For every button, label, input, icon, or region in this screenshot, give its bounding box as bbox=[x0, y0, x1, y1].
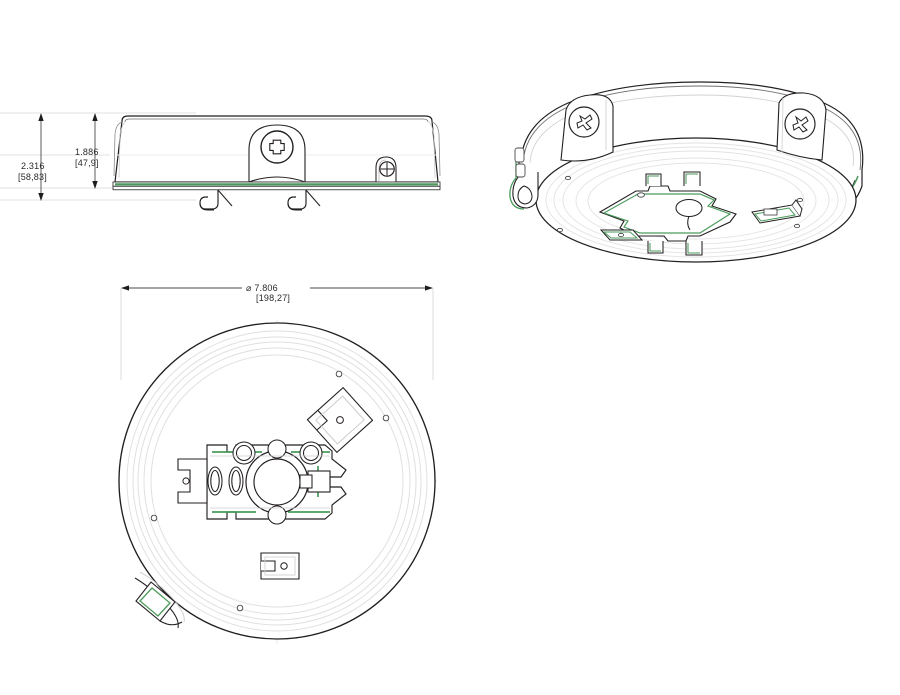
iso-latch-slot-upper bbox=[514, 147, 525, 163]
bracket-top-knockouts bbox=[232, 439, 323, 465]
iso-bracket-center-hole-edge bbox=[687, 215, 691, 231]
knockout-top-center bbox=[267, 439, 287, 459]
iso-right-clip-green bbox=[754, 207, 796, 222]
plate-hole-bottom bbox=[236, 604, 244, 612]
overall-height-metric: [58,83] bbox=[18, 172, 47, 182]
outer-diameter-metric: [198,27] bbox=[256, 293, 290, 303]
iso-top-rim bbox=[522, 85, 862, 173]
body-height-value: 1.886 bbox=[75, 147, 99, 157]
bracket-center-knockout-inner bbox=[253, 458, 301, 506]
body-height-dimension bbox=[92, 113, 98, 189]
body-top-edge-highlight bbox=[124, 118, 429, 123]
iso-bracket-tabs bbox=[645, 171, 703, 256]
outer-diameter-dimension: ⌀ 7.806 [198,27] bbox=[120, 283, 434, 380]
iso-bracket-center-hole bbox=[675, 198, 703, 218]
bracket-left-arm bbox=[177, 458, 208, 504]
right-corner-detail bbox=[431, 121, 441, 177]
plate-hole-top-right bbox=[335, 370, 343, 378]
iso-label-plate-green bbox=[602, 231, 639, 239]
iso-label-plate-hole bbox=[618, 232, 625, 238]
iso-mounting-bracket bbox=[598, 171, 737, 256]
iso-right-clip-slot bbox=[763, 208, 778, 216]
isometric-view bbox=[509, 81, 864, 263]
plate-hole-right bbox=[382, 414, 390, 422]
knockout-bottom-center bbox=[267, 505, 287, 525]
side-latch-clip bbox=[134, 571, 185, 629]
iso-latch-hook bbox=[517, 185, 533, 205]
angled-bracket-inner bbox=[315, 395, 365, 445]
iso-boss-right-phillips-icon bbox=[792, 115, 809, 133]
side-tab-inner bbox=[378, 159, 387, 182]
center-mounting-bracket bbox=[177, 439, 347, 525]
knockout-top-right-inner bbox=[302, 444, 320, 462]
enclosure-side-profile bbox=[112, 115, 441, 211]
right-corner-detail-2 bbox=[427, 120, 436, 179]
iso-label-plate bbox=[599, 229, 644, 241]
boss-base-curve bbox=[248, 176, 306, 183]
concentric-rings bbox=[126, 330, 428, 632]
overall-height-dimension bbox=[38, 113, 44, 201]
iso-floor-holes bbox=[556, 175, 804, 233]
phillips-screw-boss bbox=[248, 124, 306, 183]
latch-sweep-outer bbox=[139, 571, 185, 623]
latch-green-outline bbox=[139, 587, 171, 617]
bracket-detail-lines bbox=[210, 455, 330, 509]
iso-screw-boss-right bbox=[776, 92, 827, 161]
iso-bracket-tab-green bbox=[647, 173, 700, 254]
knockout-top-left-inner bbox=[235, 444, 253, 462]
right-tab-neck bbox=[299, 474, 313, 489]
left-corner-detail-2 bbox=[118, 120, 127, 179]
iso-top-rim-inner bbox=[529, 94, 854, 169]
iso-right-clip bbox=[751, 199, 803, 224]
oval-slot-2-inner bbox=[231, 469, 241, 493]
body-height-metric: [47,9] bbox=[75, 158, 99, 168]
plate-hole-left bbox=[150, 514, 158, 522]
label-plate-hole bbox=[280, 562, 288, 570]
iso-latch-slot-lower bbox=[515, 163, 526, 178]
angled-corner-bracket bbox=[306, 386, 374, 454]
side-screw-tab bbox=[375, 156, 397, 183]
angled-bracket-notch bbox=[316, 409, 328, 431]
iso-bracket-green-outline bbox=[603, 193, 732, 234]
angled-bracket-hole bbox=[336, 416, 344, 424]
overall-height-value: 2.316 bbox=[21, 161, 45, 171]
iso-side-latch bbox=[509, 147, 539, 210]
plate-fastener-holes bbox=[150, 370, 390, 612]
oval-slot-1-inner bbox=[210, 469, 220, 493]
bottom-plan-view: ⌀ 7.806 [198,27] bbox=[118, 283, 437, 644]
bracket-oval-slots bbox=[207, 466, 244, 496]
side-elevation-view: 2.316 [58,83] 1.886 [47,9] bbox=[0, 112, 441, 211]
label-plate-notch bbox=[261, 560, 276, 572]
iso-boss-left-phillips-icon bbox=[576, 114, 593, 131]
base-rim bbox=[112, 185, 441, 191]
iso-boss-right-edge bbox=[781, 97, 784, 153]
hook-clip-1-tail bbox=[199, 202, 214, 211]
iso-bracket-hole-1 bbox=[637, 192, 645, 198]
iso-right-clip-tab bbox=[791, 199, 803, 217]
iso-latch-green-edge bbox=[509, 152, 525, 210]
bracket-left-arm-hole bbox=[182, 477, 190, 485]
dim-arrow-left bbox=[121, 285, 129, 291]
label-plate bbox=[260, 552, 300, 580]
phillips-cross-icon bbox=[269, 139, 285, 155]
iso-screw-boss-left bbox=[560, 94, 614, 162]
bracket-right-tab bbox=[299, 470, 331, 493]
hook-clip-2-tail bbox=[287, 202, 302, 211]
left-corner-detail bbox=[113, 121, 123, 177]
latch-tail bbox=[159, 620, 183, 626]
outer-diameter-value: ⌀ 7.806 bbox=[246, 283, 278, 293]
dim-arrow-right bbox=[425, 285, 433, 291]
label-plate-inner bbox=[264, 556, 296, 576]
